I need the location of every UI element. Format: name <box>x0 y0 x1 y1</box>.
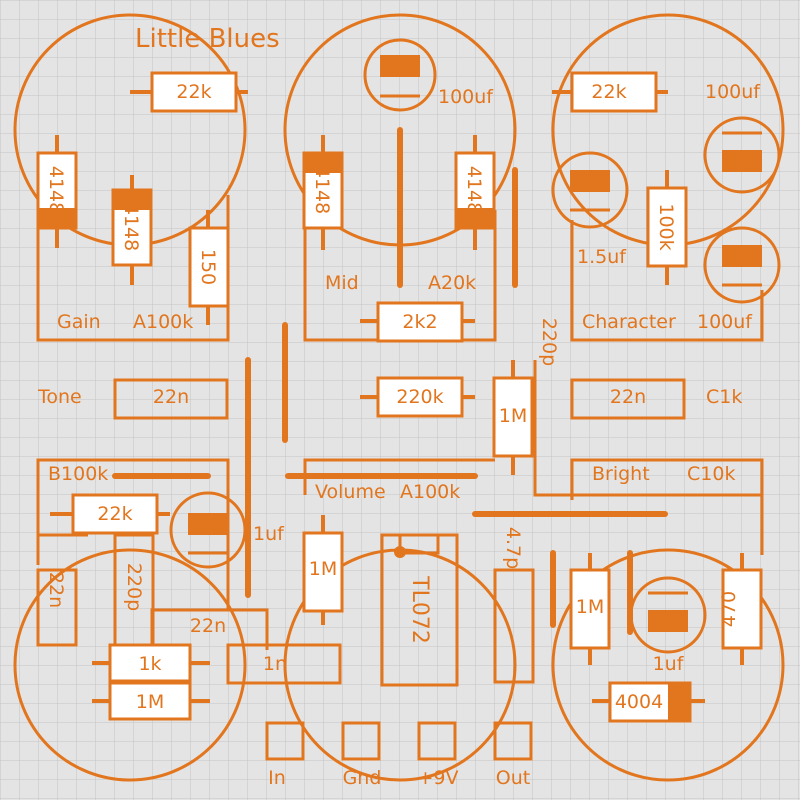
diode-4148-mid-left-label: 4148 <box>311 166 333 214</box>
mid-value-label: A20k <box>428 272 476 294</box>
diode-4148-left-2-label: 4148 <box>120 203 142 251</box>
cap-100uf-top-label: 100uf <box>438 86 494 108</box>
resistor-1m-bottom-left <box>108 681 192 721</box>
resistor-100k-label: 100k <box>655 203 677 250</box>
volume-value-label: A100k <box>400 481 460 503</box>
resistor-470-label: 470 <box>718 591 740 627</box>
cap-100uf-right-bottom <box>703 226 781 304</box>
resistor-220k-label: 220k <box>396 386 443 408</box>
volume-label: Volume <box>315 481 386 503</box>
ic-pin1-dot <box>394 546 406 558</box>
bright-pot-body <box>570 458 764 555</box>
pad-in-label: In <box>268 767 286 789</box>
ic-label: TL072 <box>407 575 432 644</box>
gain-label: Gain <box>57 311 101 333</box>
resistor-22k-top-left <box>150 71 238 113</box>
character-label: Character <box>582 311 676 333</box>
cap-1uf-right-label: 1uf <box>653 653 685 675</box>
cap-22n-tone <box>113 378 229 420</box>
resistor-1m-volume-label: 1M <box>309 558 337 580</box>
cap-22n-vertical-label: 22n <box>45 572 67 608</box>
title: Little Blues <box>135 24 280 54</box>
resistor-1m-volume <box>302 531 344 613</box>
cap-22n-right <box>570 378 686 420</box>
resistor-22k-top-left-label: 22k <box>176 81 211 103</box>
c1k-label: C1k <box>706 386 742 408</box>
resistor-1k <box>108 643 192 683</box>
resistor-2k2 <box>376 301 464 343</box>
pad-9v <box>417 721 457 761</box>
bright-value-label: C10k <box>687 463 735 485</box>
resistor-22k-mid-left-label: 22k <box>97 503 132 525</box>
cap-100uf-right-top <box>703 116 781 194</box>
tone-label: Tone <box>37 386 82 408</box>
cap-1-5uf-label: 1.5uf <box>577 246 627 268</box>
ic-notch <box>398 533 440 555</box>
pad-out-label: Out <box>496 767 530 789</box>
wire-tone-left <box>36 533 88 565</box>
cap-4-7p-label: 4.7p <box>502 527 524 569</box>
diode-4148-left-label: 4148 <box>45 166 67 214</box>
tone-b-label: B100k <box>48 463 108 485</box>
resistor-22k-mid-left <box>71 493 159 535</box>
resistor-150-label: 150 <box>197 249 219 285</box>
resistor-100k <box>646 186 688 268</box>
cap-220p-left-label: 220p <box>123 563 145 611</box>
cap-1-5uf <box>551 151 629 229</box>
cap-22n-right-label: 22n <box>610 386 646 408</box>
pad-9v-label: +9V <box>417 767 458 789</box>
resistor-470 <box>721 568 763 650</box>
pad-in <box>265 721 305 761</box>
character-pot-body <box>570 220 764 342</box>
wire-bright <box>533 360 762 497</box>
resistor-1m-center-label: 1M <box>499 405 527 427</box>
cap-1n <box>226 643 342 685</box>
resistor-22k-top-right-label: 22k <box>591 81 626 103</box>
bright-pot-circle <box>551 548 785 782</box>
cap-220p-right-label: 220p <box>538 318 560 366</box>
resistor-22k-top-right <box>570 71 658 113</box>
diode-4004-label: 4004 <box>615 691 663 713</box>
cap-22n-tone-label: 22n <box>153 386 189 408</box>
resistor-1m-right-label: 1M <box>576 596 604 618</box>
cap-1uf-left-label: 1uf <box>253 523 285 545</box>
tone-b-pot-circle <box>13 548 247 782</box>
resistor-2k2-label: 2k2 <box>402 311 437 333</box>
resistor-150 <box>188 226 230 308</box>
bright-label: Bright <box>592 463 650 485</box>
cap-100uf-right-label: 100uf <box>705 81 761 103</box>
resistor-1m-center <box>492 376 534 458</box>
volume-pot-body <box>303 458 495 495</box>
pad-gnd-label: Gnd <box>343 767 382 789</box>
pad-gnd <box>341 721 381 761</box>
resistor-1k-label: 1k <box>138 653 161 675</box>
cap-22n-vertical <box>36 568 78 647</box>
cap-100uf-top <box>363 38 437 112</box>
cap-1n-label: 1n <box>263 653 287 675</box>
electrolytic-symbols <box>188 55 762 632</box>
resistor-1m-right <box>569 568 611 650</box>
diode-4148-mid-right-label: 4148 <box>463 166 485 214</box>
pad-out <box>493 721 533 761</box>
cap-4-7p <box>493 568 535 684</box>
gain-value-label: A100k <box>133 311 193 333</box>
cap-22n-bottom-label: 22n <box>190 615 226 637</box>
resistor-220k <box>376 376 464 418</box>
mid-label: Mid <box>325 272 359 294</box>
resistor-1m-bottom-left-label: 1M <box>136 691 164 713</box>
character-value-label: 100uf <box>697 311 753 333</box>
